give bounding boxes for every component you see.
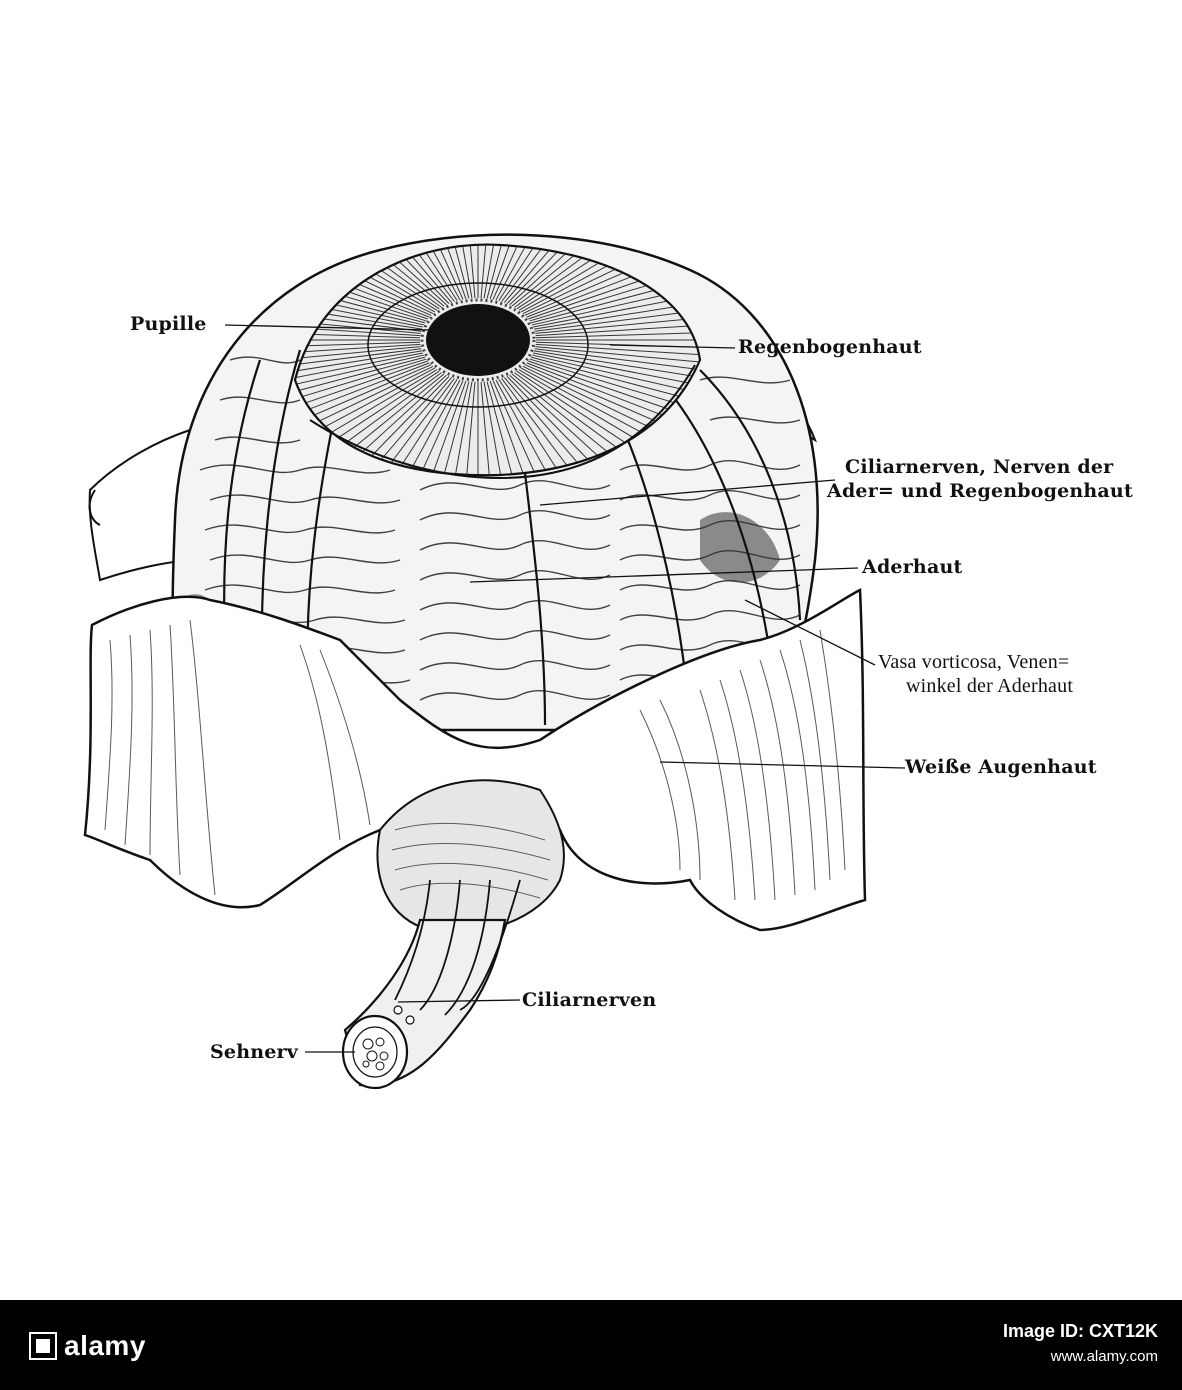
iris-ray [518,369,648,447]
label-ciliarnerven-bottom: Ciliarnerven [522,989,657,1011]
iris-ray [516,370,639,452]
iris-ray [295,271,427,322]
image-id-block: Image ID: CXT12K www.alamy.com [1003,1318,1158,1370]
iris-ray [464,381,476,476]
iris-ray [295,354,424,395]
iris-ray [483,244,504,299]
iris-ray [336,373,445,462]
label-ciliarnerven-top: Ciliarnerven, Nerven der Ader= und Regen… [827,455,1133,503]
iris-ray [498,378,565,476]
iris-ray [480,381,492,476]
iris-ray [533,352,700,387]
iris-ray [326,372,442,457]
iris-ray [295,331,421,339]
alamy-logo-icon [29,1332,57,1360]
iris-ray [514,372,630,457]
iris-ray [498,244,565,302]
label-regenbogenhaut: Regenbogenhaut [738,336,922,358]
brand-logo[interactable]: alamy [28,1330,146,1362]
iris-ray [295,348,422,372]
iris-ray [295,341,421,349]
iris-ray [511,373,620,462]
iris-ray [295,356,426,402]
iris-ray [532,354,700,395]
iris-ray [492,380,541,476]
iris-ray [534,348,700,372]
brand-name: alamy [64,1330,146,1361]
image-id: Image ID: CXT12K [1002,1321,1158,1341]
iris-ray [524,364,673,429]
iris-ray [492,244,541,300]
iris-ray [427,380,467,476]
iris-ray [486,381,517,476]
leader-lines [224,324,906,1053]
iris-ray [526,362,680,423]
iris-ray [535,346,700,364]
iris-ray [535,331,700,339]
iris-ray [415,380,464,476]
iris-ray [295,343,421,357]
label-weisse-augenhaut: Weiße Augenhaut [905,756,1097,778]
iris-ray [439,381,470,476]
iris-ray [514,244,630,308]
label-pupille: Pupille [130,313,207,335]
iris-ray [501,378,577,476]
iris-ray [503,377,588,474]
iris-ray [483,381,504,476]
label-vasa-line1: Vasa vorticosa, Venen= [878,651,1070,673]
iris-ray [520,367,657,441]
sclera-front [83,588,867,932]
iris-ray [452,244,473,299]
iris-ray [509,374,610,467]
label-sehnerv: Sehnerv [210,1041,298,1063]
iris-ray [295,323,421,337]
iris-ray [501,244,577,302]
label-ciliarnerven-top-line2: Ader= und Regenbogenhaut [827,480,1133,502]
iris-ray [295,308,422,332]
iris-ray [511,244,620,307]
iris-ray [295,346,421,364]
iris-ray [295,352,423,387]
pupil [420,298,536,382]
iris-ray [530,356,698,402]
eye-illustration [83,233,906,1090]
iris-ray [357,376,450,471]
label-vasa-vorticosa: Vasa vorticosa, Venen= winkel der Aderha… [878,650,1073,698]
iris-ray [489,244,529,300]
label-aderhaut: Aderhaut [862,556,963,578]
iris-ray [295,300,423,330]
iris-ray [528,360,687,416]
iris-ray [495,379,553,476]
iris-ray [464,244,476,299]
iris-ray [506,376,599,471]
iris-ray [295,358,427,409]
label-ciliarnerven-top-line1: Ciliarnerven, Nerven der [845,456,1114,478]
iris-ray [295,278,426,324]
iris-ray [529,358,692,409]
iris-ray [295,316,421,334]
iris-ray [295,285,424,326]
footer-bar: alamy Image ID: CXT12K www.alamy.com [0,1300,1182,1390]
iris-ray [295,293,423,328]
iris-ray [295,350,423,380]
iris-ray [533,350,700,380]
iris-ray [495,244,553,301]
iris-ray [516,244,639,310]
iris-ray [535,343,700,357]
iris-ray [486,244,517,299]
iris-ray [535,323,700,337]
iris-ray [480,244,492,299]
sclera-back-flap-left [88,428,202,582]
iris-ray [489,380,529,476]
site-url[interactable]: www.alamy.com [1050,1348,1158,1365]
globe-posterior [376,779,565,934]
iris-ray [522,365,665,435]
iris-ray [452,381,473,476]
iris-ray [346,374,447,467]
label-vasa-line2: winkel der Aderhaut [906,675,1074,697]
iris-ray [368,377,453,474]
